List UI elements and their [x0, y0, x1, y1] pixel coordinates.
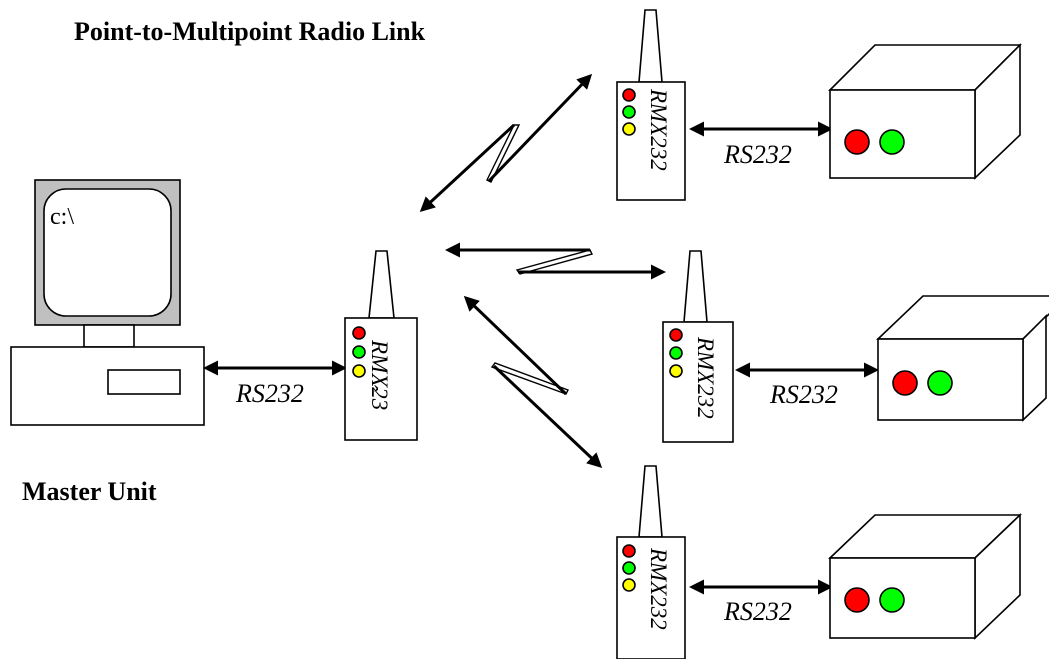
monitor-stand [83, 324, 135, 348]
antenna [638, 9, 663, 83]
serial-link-label: RS232 [723, 140, 792, 169]
led-green [352, 345, 366, 359]
diagram-title: Point-to-Multipoint Radio Link [74, 17, 426, 46]
monitor: c:\ [34, 179, 181, 326]
slave-unit-3: RMX232 RS232 [616, 465, 1022, 659]
led-red [352, 326, 366, 340]
radio-link-2 [445, 242, 666, 280]
led-green [622, 105, 636, 119]
radio-link-3 [463, 295, 603, 469]
led-red [622, 544, 636, 558]
controlled-device [876, 295, 1049, 422]
led-red [669, 328, 683, 342]
controlled-device [828, 513, 1022, 640]
serial-link-label: RS232 [723, 597, 792, 626]
monitor-screen [43, 188, 172, 317]
serial-link-label: RS232 [769, 380, 838, 409]
master-serial-link-label: RS232 [235, 379, 304, 408]
lightning-zigzag [490, 362, 569, 395]
slave-unit-1: RMX232 RS232 [616, 9, 1022, 201]
modem-glyph: ˆ [357, 383, 382, 392]
lightning-zigzag [486, 124, 521, 183]
led-yellow [352, 364, 366, 378]
led-red [622, 88, 636, 102]
radio-link-arrow-tail [463, 295, 568, 396]
radio-link-arrow-head [487, 73, 593, 183]
master-radio-modem: RMX23 ˆ [344, 250, 418, 441]
terminal-prompt: c:\ [50, 204, 74, 230]
controlled-device [828, 43, 1022, 180]
led-yellow [622, 578, 636, 592]
modem-body [662, 321, 734, 443]
master-computer: c:\ [10, 179, 205, 426]
antenna [683, 250, 708, 323]
disk-drive-slot [107, 369, 181, 395]
led-green [622, 561, 636, 575]
device-red-light [892, 370, 918, 396]
master-unit-label: Master Unit [22, 477, 157, 506]
slave-unit-2: RMX232 RS232 [662, 250, 1049, 443]
radio-link-arrow-head [492, 364, 603, 469]
slave-radio-modem: RMX232 [616, 9, 686, 201]
slave-radio-modem: RMX232 [616, 465, 686, 659]
device-red-light [844, 587, 870, 613]
radio-link-1 [419, 73, 593, 213]
radio-link-arrow-tail [419, 123, 516, 213]
lightning-zigzag [515, 249, 594, 275]
led-green [669, 346, 683, 360]
device-green-light [879, 129, 905, 155]
device-red-light [844, 129, 870, 155]
modem-label: RMX232 [693, 336, 718, 419]
antenna [638, 465, 663, 538]
slave-radio-modem: RMX232 [662, 250, 734, 443]
device-green-light [927, 370, 953, 396]
led-yellow [669, 364, 683, 378]
device-green-light [879, 587, 905, 613]
modem-label: RMX232 [646, 547, 671, 630]
device-top [876, 295, 1049, 340]
led-yellow [622, 122, 636, 136]
modem-label: RMX23 [367, 339, 392, 410]
antenna [368, 250, 395, 319]
modem-label: RMX232 [646, 88, 671, 171]
